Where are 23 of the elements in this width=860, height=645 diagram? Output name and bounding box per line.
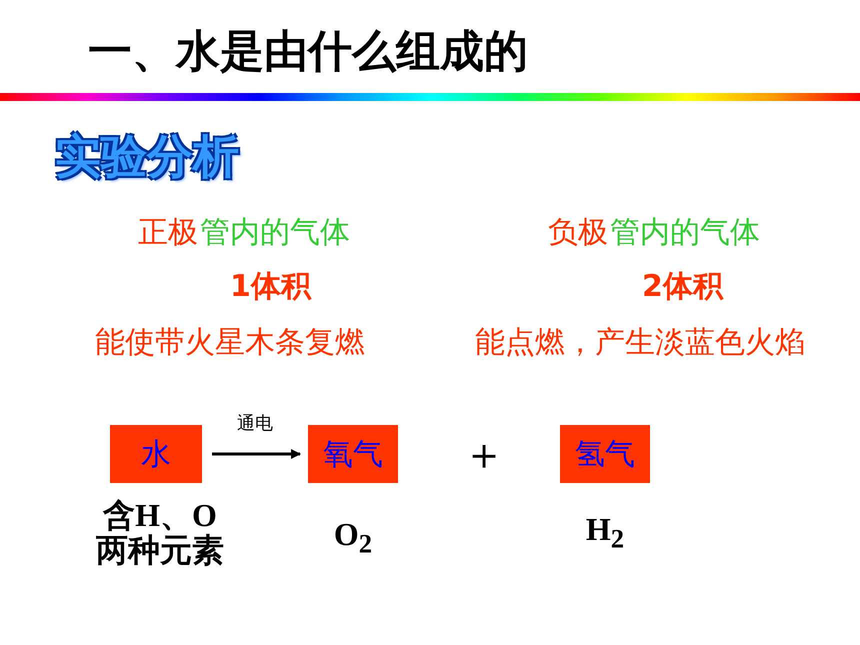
substance-name: 水 [141, 436, 171, 474]
label-text: 管内的气体 [610, 214, 760, 252]
label-text: 负极 [548, 214, 608, 252]
label-text: 管内的气体 [200, 214, 350, 252]
substance-box [560, 425, 650, 483]
formula-text: O$_{2}$ [332, 517, 374, 560]
substance-box [308, 425, 398, 483]
substance-name: 氧气 [323, 436, 383, 474]
substance-name: 氢气 [575, 436, 635, 474]
slide-title: 一、水是由什么组成的 [88, 25, 528, 79]
label-text: 1体积 [230, 268, 311, 306]
label-text: ＋ [462, 428, 506, 482]
label-text: 2体积 [642, 268, 723, 306]
section-heading: 实验分析 [55, 128, 239, 185]
formula-text: H$_{2}$ [584, 512, 626, 556]
arrow [212, 449, 301, 459]
edge-label: 通电 [237, 412, 273, 435]
substance-box [110, 425, 202, 483]
label-text: 能使带火星木条复燃 [95, 324, 365, 362]
formula-text: 含H、O [102, 498, 218, 532]
formula-text: 两种元素 [95, 533, 225, 567]
label-text: 正极 [138, 214, 198, 252]
label-text: 能点燃，产生淡蓝色火焰 [475, 324, 805, 362]
